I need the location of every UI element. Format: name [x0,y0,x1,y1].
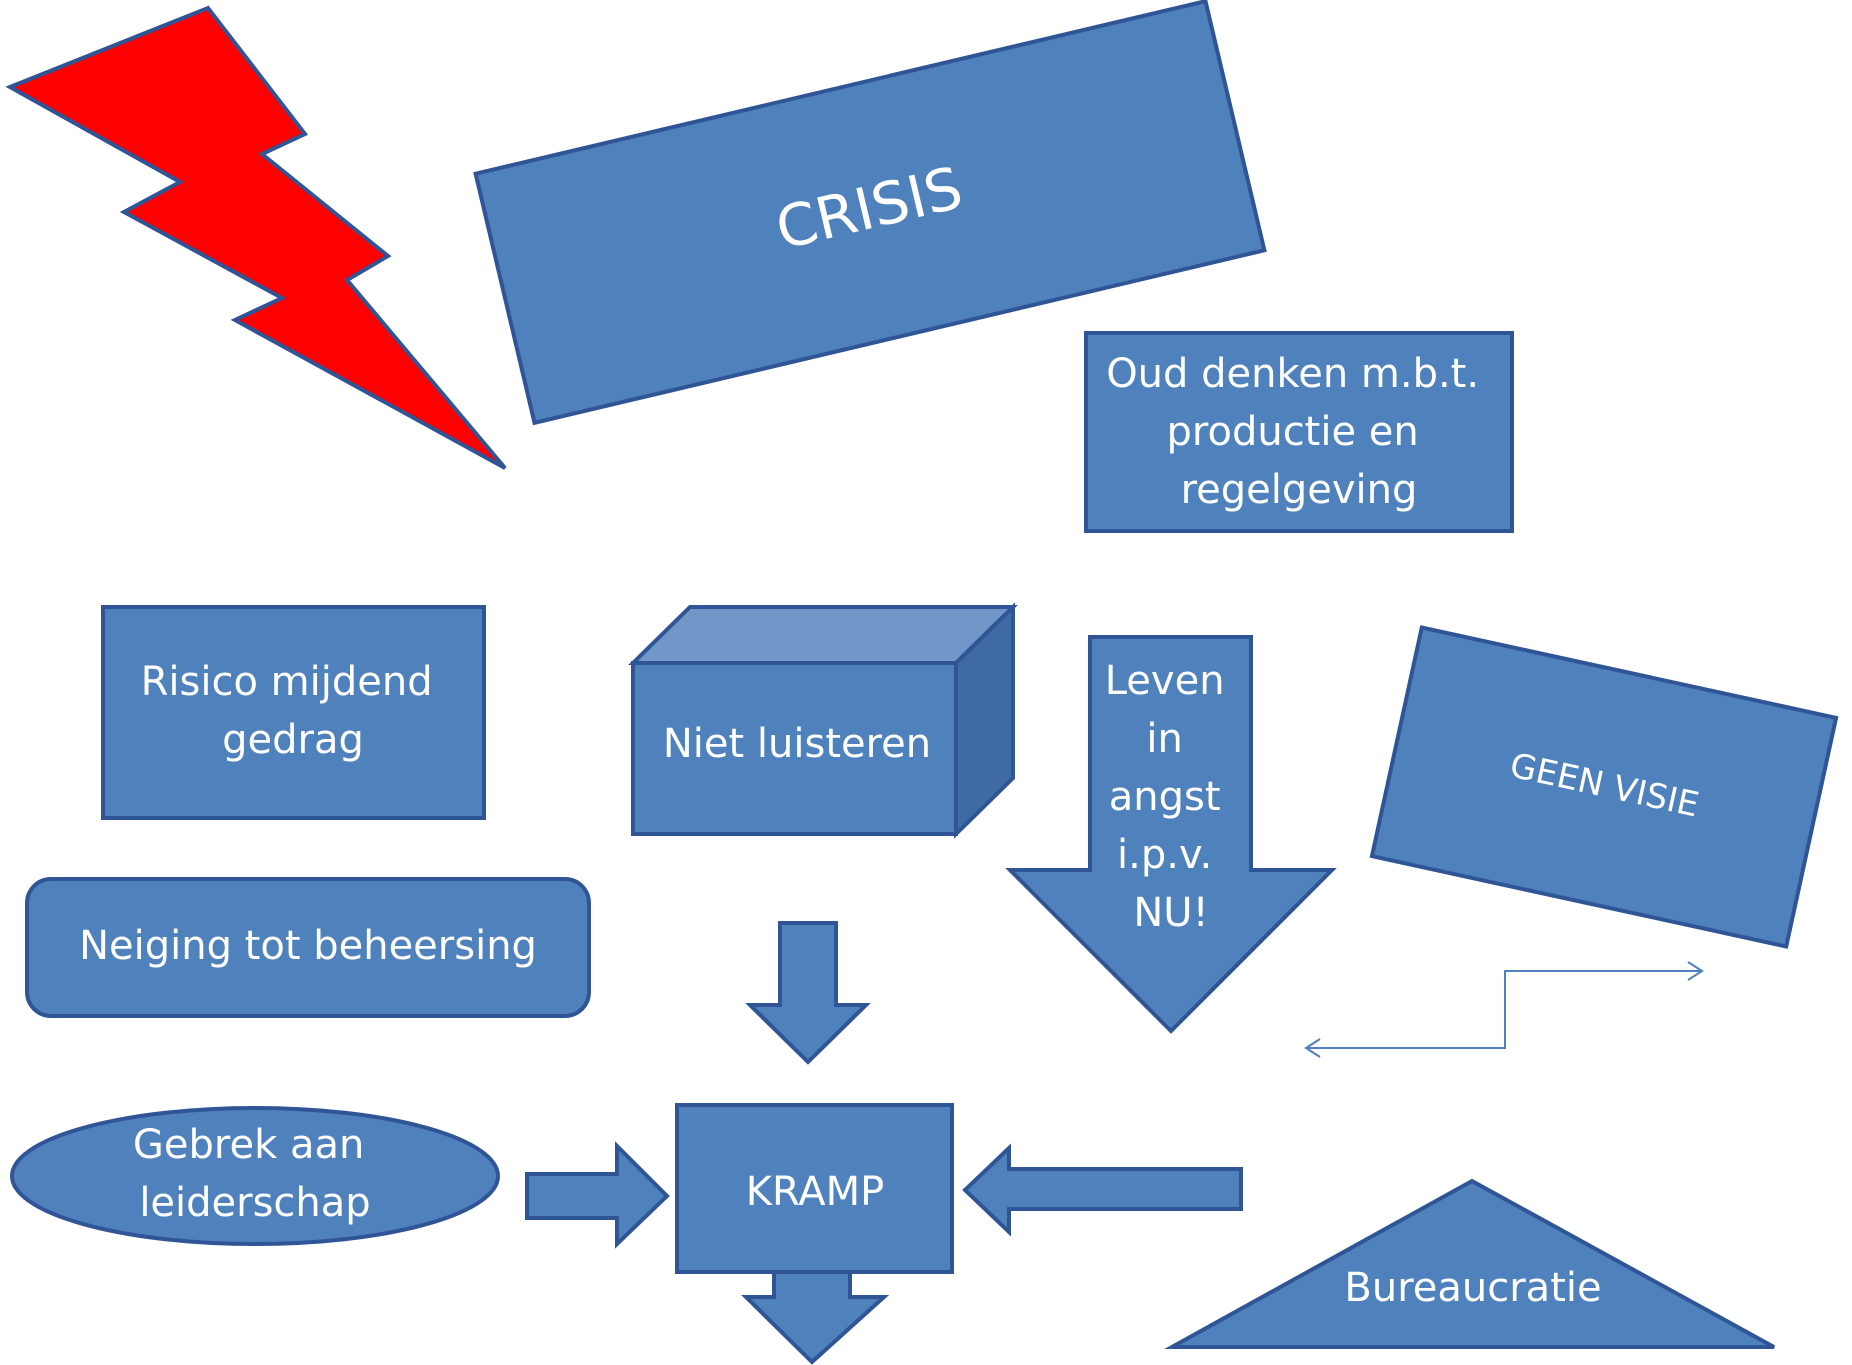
leven-line-3: angst [1109,774,1221,820]
oud-denken-line-3: regelgeving [1181,467,1418,513]
kramp-label: KRAMP [746,1169,884,1215]
crisis-box: CRISIS [473,0,1267,426]
oud-denken-line-1: Oud denken m.b.t. [1106,351,1479,397]
leven-label: Leven in angst i.p.v. NU! [1105,658,1238,936]
risico-line-2: gedrag [222,717,364,763]
gebrek-line-1: Gebrek aan [133,1122,364,1168]
risico-line-1: Risico mijdend [141,659,433,705]
neiging-box: Neiging tot beheersing [25,877,591,1018]
elbow-connector [1304,961,1704,1058]
oud-denken-label: Oud denken m.b.t. productie en regelgevi… [1106,351,1492,513]
leven-line-2: in [1146,716,1182,762]
gebrek-line-2: leiderschap [139,1180,370,1226]
down-arrow-top [745,921,871,1065]
bureaucratie-triangle: Bureaucratie [1164,1178,1775,1349]
risico-label: Risico mijdend gedrag [141,659,446,763]
gebrek-ellipse: Gebrek aan leiderschap [10,1106,500,1246]
lightning-bolt-icon [5,5,507,470]
right-arrow-left [525,1141,670,1249]
down-arrow-bottom [741,1270,890,1365]
leven-line-4: i.p.v. [1117,832,1212,878]
leven-in-angst-arrow: Leven in angst i.p.v. NU! [1005,635,1337,1034]
geen-visie-box: GEEN VISIE [1369,625,1839,949]
left-arrow-right [962,1143,1243,1237]
risico-box: Risico mijdend gedrag [101,605,486,820]
niet-luisteren-cube: Niet luisteren [628,602,1018,839]
bureaucratie-label: Bureaucratie [1344,1265,1601,1311]
neiging-label: Neiging tot beheersing [79,923,537,969]
oud-denken-box: Oud denken m.b.t. productie en regelgevi… [1084,331,1514,533]
niet-luisteren-label: Niet luisteren [663,721,931,767]
leven-line-5: NU! [1133,890,1208,936]
oud-denken-line-2: productie en [1167,409,1419,455]
leven-line-1: Leven [1105,658,1225,704]
kramp-box: KRAMP [675,1103,954,1274]
gebrek-label: Gebrek aan leiderschap [133,1122,377,1226]
